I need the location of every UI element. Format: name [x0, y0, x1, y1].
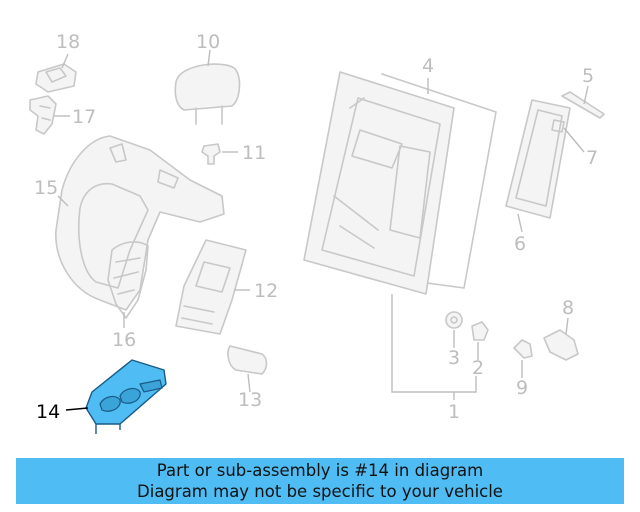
callout-15: 15 [34, 177, 58, 199]
part-16-trim[interactable] [107, 241, 149, 319]
callout-5: 5 [582, 65, 594, 87]
part-18-clip[interactable] [35, 63, 77, 93]
callout-4: 4 [422, 55, 434, 77]
callout-14: 14 [36, 401, 60, 423]
info-banner: Part or sub-assembly is #14 in diagram D… [16, 458, 624, 504]
part-2-bolt[interactable] [471, 321, 489, 341]
callout-8: 8 [562, 297, 574, 319]
callout-6: 6 [514, 233, 526, 255]
callout-16: 16 [112, 329, 136, 351]
callout-9: 9 [516, 377, 528, 399]
callout-10: 10 [196, 31, 220, 53]
callout-7: 7 [586, 147, 598, 169]
part-9-clip[interactable] [513, 339, 533, 359]
callout-3: 3 [448, 347, 460, 369]
part-8-bracket[interactable] [543, 329, 579, 361]
banner-line-part-number: Part or sub-assembly is #14 in diagram [156, 461, 484, 480]
part-11-bolt[interactable] [201, 143, 221, 165]
callout-17: 17 [72, 106, 96, 128]
part-13-cap[interactable] [227, 345, 268, 375]
callout-1: 1 [448, 401, 460, 423]
part-5-strip[interactable] [561, 91, 605, 119]
callout-13: 13 [238, 389, 262, 411]
part-10-headrest[interactable] [174, 63, 241, 125]
callouts: 18 17 10 11 15 16 12 13 14 4 5 7 6 8 3 2… [34, 31, 598, 423]
callout-2: 2 [472, 357, 484, 379]
part-12-bracket[interactable] [175, 239, 247, 335]
leader-lines [54, 49, 589, 411]
part-17-hook[interactable] [29, 95, 57, 135]
callout-18: 18 [56, 31, 80, 53]
part-3-nut[interactable] [445, 311, 463, 329]
part-15-seat-back[interactable] [55, 135, 225, 311]
callout-11: 11 [242, 142, 266, 164]
part-7-latch[interactable] [551, 119, 565, 133]
callout-12: 12 [254, 280, 278, 302]
part-6-panel[interactable] [505, 99, 571, 219]
part-14-armrest-highlighted[interactable] [85, 359, 167, 434]
part-4-frame[interactable] [303, 71, 497, 295]
banner-line-disclaimer: Diagram may not be specific to your vehi… [137, 482, 503, 501]
